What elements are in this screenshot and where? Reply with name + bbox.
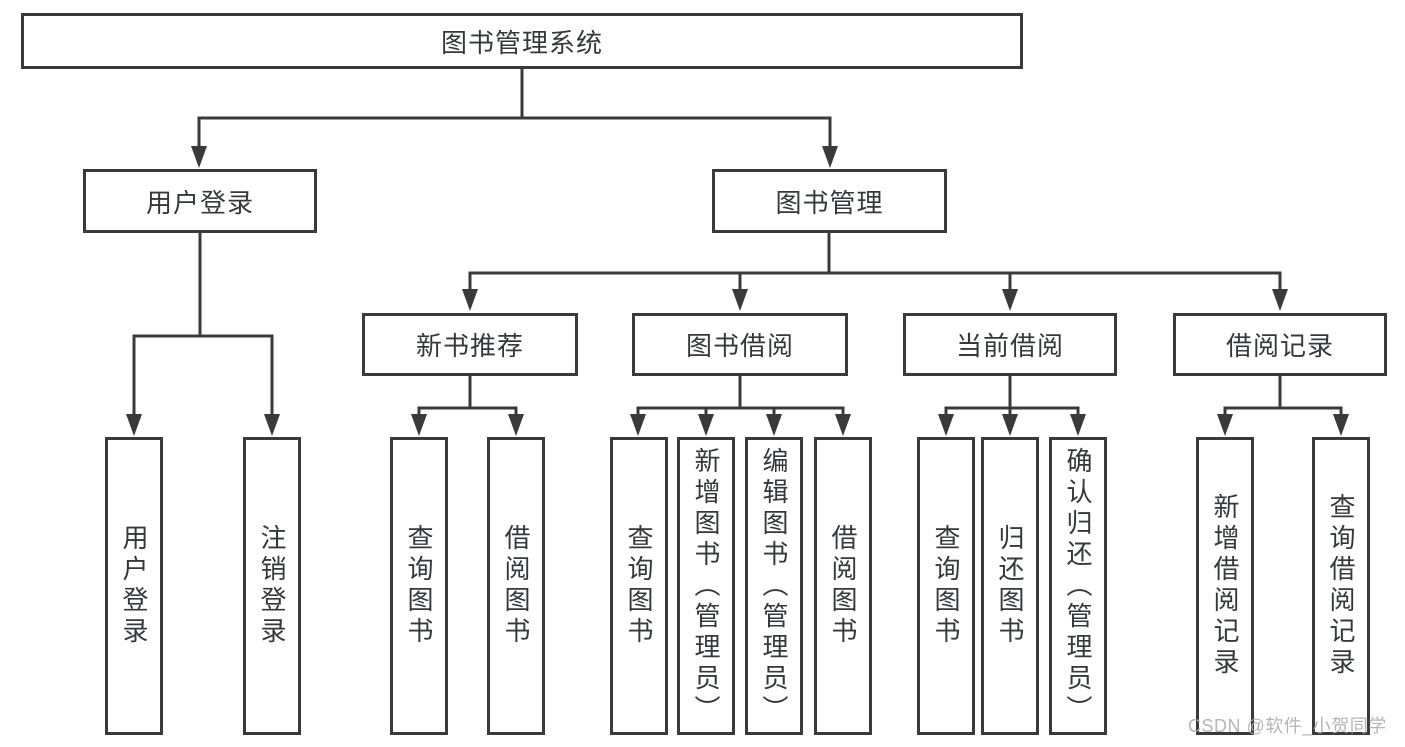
node-new-book-recommend: 新书推荐 bbox=[362, 313, 578, 376]
node-label: 编辑图书（管理员） bbox=[759, 446, 789, 726]
node-current-borrow: 当前借阅 bbox=[903, 313, 1117, 376]
node-label: 查询图书 bbox=[404, 524, 434, 648]
node-label: 借阅图书 bbox=[501, 524, 531, 648]
node-label: 归还图书 bbox=[995, 524, 1025, 648]
node-label: 借阅图书 bbox=[828, 524, 858, 648]
node-add-book-admin: 新增图书（管理员） bbox=[677, 437, 735, 735]
node-confirm-return-admin: 确认归还（管理员） bbox=[1049, 437, 1107, 735]
node-query-borrow-record: 查询借阅记录 bbox=[1312, 437, 1370, 735]
node-borrow-records: 借阅记录 bbox=[1173, 313, 1387, 376]
node-add-borrow-record: 新增借阅记录 bbox=[1196, 437, 1254, 735]
node-label: 查询图书 bbox=[931, 524, 961, 648]
node-borrow-books: 借阅图书 bbox=[814, 437, 872, 735]
node-edit-book-admin: 编辑图书（管理员） bbox=[745, 437, 803, 735]
node-logout: 注销登录 bbox=[243, 437, 301, 735]
node-query-books-current: 查询图书 bbox=[917, 437, 975, 735]
node-borrow-books-recommend: 借阅图书 bbox=[487, 437, 545, 735]
node-label: 用户登录 bbox=[119, 524, 149, 648]
node-label: 新增借阅记录 bbox=[1210, 493, 1240, 679]
node-query-books-borrow: 查询图书 bbox=[610, 437, 668, 735]
node-label: 新增图书（管理员） bbox=[691, 446, 721, 726]
node-label: 确认归还（管理员） bbox=[1063, 446, 1093, 726]
node-book-management: 图书管理 bbox=[712, 169, 947, 233]
node-label: 查询图书 bbox=[624, 524, 654, 648]
node-library-system: 图书管理系统 bbox=[21, 13, 1023, 69]
node-label: 注销登录 bbox=[257, 524, 287, 648]
node-user-login-group: 用户登录 bbox=[83, 169, 317, 233]
node-return-book: 归还图书 bbox=[981, 437, 1039, 735]
node-book-borrow: 图书借阅 bbox=[632, 313, 848, 376]
node-user-login: 用户登录 bbox=[105, 437, 163, 735]
csdn-watermark: CSDN @软件_小贺同学 bbox=[1188, 716, 1387, 736]
node-label: 查询借阅记录 bbox=[1326, 493, 1356, 679]
node-query-books-recommend: 查询图书 bbox=[390, 437, 448, 735]
